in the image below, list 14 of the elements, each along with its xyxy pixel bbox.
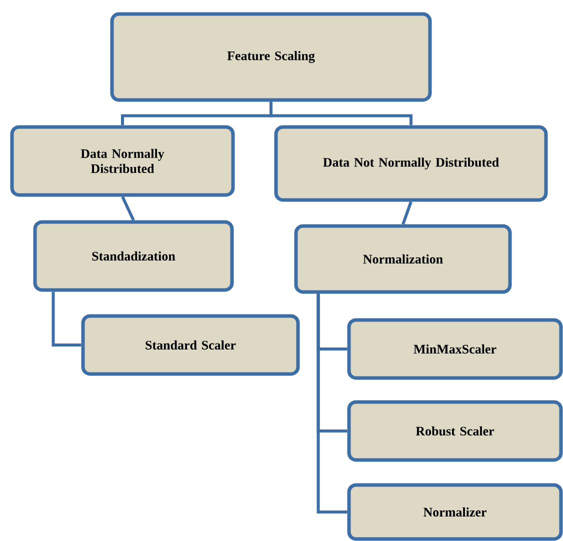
process-box: Standadization xyxy=(33,220,234,292)
connector-line xyxy=(270,102,412,126)
process-box: Standard Scaler xyxy=(81,314,300,376)
connector-line xyxy=(52,292,82,346)
process-box: Data Normally Distributed xyxy=(10,125,235,197)
connector-line xyxy=(402,201,412,225)
connector-line xyxy=(316,294,348,514)
process-box: Normalization xyxy=(294,224,512,294)
process-box: Data Not Normally Distributed xyxy=(274,125,548,202)
process-box: Feature Scaling xyxy=(110,12,432,102)
process-box: MinMaxScaler xyxy=(347,318,563,380)
process-box: Robust Scaler xyxy=(347,400,563,462)
connector-line xyxy=(121,196,135,221)
process-box: Normalizer xyxy=(347,483,563,541)
